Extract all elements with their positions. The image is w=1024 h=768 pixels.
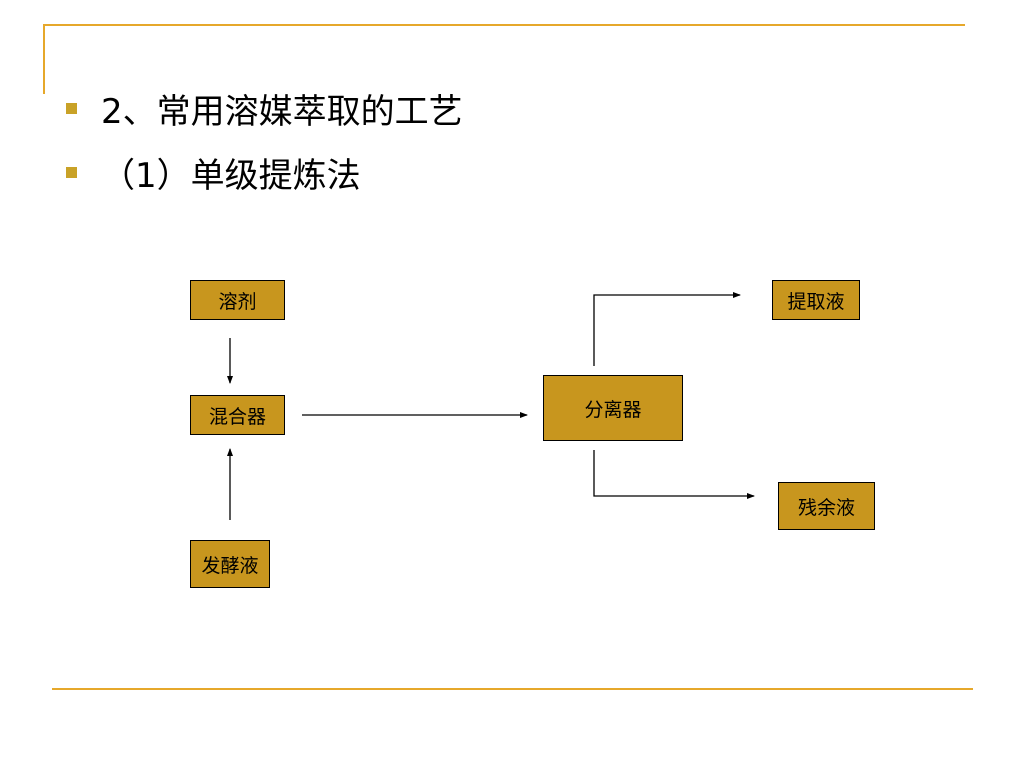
node-solvent: 溶剂	[190, 280, 285, 320]
bullet-marker-icon	[66, 102, 77, 114]
bullet-item-1: 2、常用溶媒萃取的工艺	[66, 86, 463, 132]
frame-top-line	[43, 24, 965, 26]
bullet-text: （1）单级提炼法	[101, 155, 361, 196]
arrow-separator-to-residue	[593, 450, 755, 499]
node-mixer: 混合器	[190, 395, 285, 435]
node-separator: 分离器	[543, 375, 683, 441]
node-residue: 残余液	[778, 482, 875, 530]
bullet-text: 2、常用溶媒萃取的工艺	[101, 91, 463, 132]
bullet-item-2: （1）单级提炼法	[66, 150, 361, 196]
bullet-marker-icon	[66, 166, 77, 178]
arrow-separator-to-extract	[593, 292, 741, 366]
node-broth: 发酵液	[190, 540, 270, 588]
frame-bottom-line	[52, 688, 973, 690]
frame-left-line	[43, 24, 45, 94]
node-extract: 提取液	[772, 280, 860, 320]
